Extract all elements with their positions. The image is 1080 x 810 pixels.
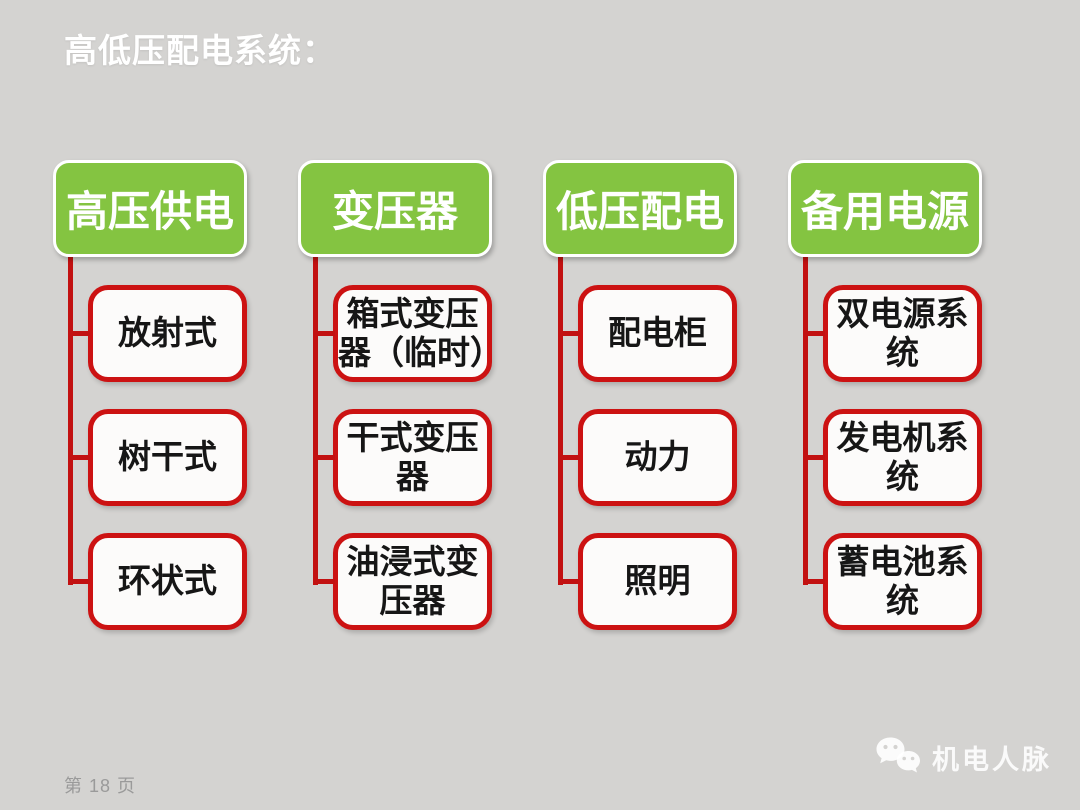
brand-name: 机电人脉 [932,744,1052,775]
node-label: 油浸式变压器 [346,542,479,619]
connector-stub [68,454,90,460]
node-box: 树干式 [68,409,247,506]
column-backup-power: 备用电源 双电源系统 发电机系统 蓄电池系统 [788,160,982,630]
node-box: 发电机系统 [803,409,982,506]
node-box: 环状式 [68,533,247,630]
page-number: 第 18 页 [64,776,137,796]
connector-stub [313,454,335,460]
brand-logo: 机电人脉 [875,736,1052,778]
node-label: 照明 [624,562,691,600]
category-box: 变压器 [298,160,492,257]
node-box: 蓄电池系统 [803,533,982,630]
node-label: 发电机系统 [836,418,969,495]
connector-vertical-line [803,257,808,585]
node-label: 蓄电池系统 [836,542,969,619]
connector-vertical-line [313,257,318,585]
connector-stub [803,578,825,584]
wechat-icon [876,737,920,773]
node-box: 双电源系统 [803,285,982,382]
node-label: 双电源系统 [836,294,969,371]
slide-title: 高低压配电系统： [64,32,336,69]
connector-stub [558,454,580,460]
connector-stub [313,578,335,584]
node-box: 动力 [558,409,737,506]
category-box: 高压供电 [53,160,247,257]
connector-stub [313,330,335,336]
org-chart: 高压供电 放射式 树干式 环状式 变压器 箱式变压器（临时） 干式变压器 [0,160,1080,640]
category-box: 低压配电 [543,160,737,257]
category-box: 备用电源 [788,160,982,257]
node-label: 配电柜 [608,314,707,352]
node-box: 干式变压器 [313,409,492,506]
connector-stub [558,330,580,336]
column-lv-distribution: 低压配电 配电柜 动力 照明 [543,160,737,630]
node-box: 箱式变压器（临时） [313,285,503,382]
node-label: 箱式变压器（临时） [338,294,503,371]
connector-stub [558,578,580,584]
connector-stub [68,578,90,584]
category-label: 备用电源 [800,188,969,235]
node-label: 环状式 [118,562,217,600]
node-label: 树干式 [118,438,217,476]
node-label: 动力 [624,438,691,476]
node-label: 干式变压器 [346,418,479,495]
connector-vertical-line [68,257,73,585]
node-box: 照明 [558,533,737,630]
node-box: 配电柜 [558,285,737,382]
category-label: 变压器 [331,188,458,235]
category-label: 低压配电 [555,188,724,235]
column-transformer: 变压器 箱式变压器（临时） 干式变压器 油浸式变压器 [298,160,503,630]
node-box: 油浸式变压器 [313,533,492,630]
node-box: 放射式 [68,285,247,382]
connector-vertical-line [558,257,563,585]
category-label: 高压供电 [65,188,234,235]
node-label: 放射式 [118,314,217,352]
column-hv-supply: 高压供电 放射式 树干式 环状式 [53,160,247,630]
connector-stub [803,454,825,460]
connector-stub [803,330,825,336]
connector-stub [68,330,90,336]
